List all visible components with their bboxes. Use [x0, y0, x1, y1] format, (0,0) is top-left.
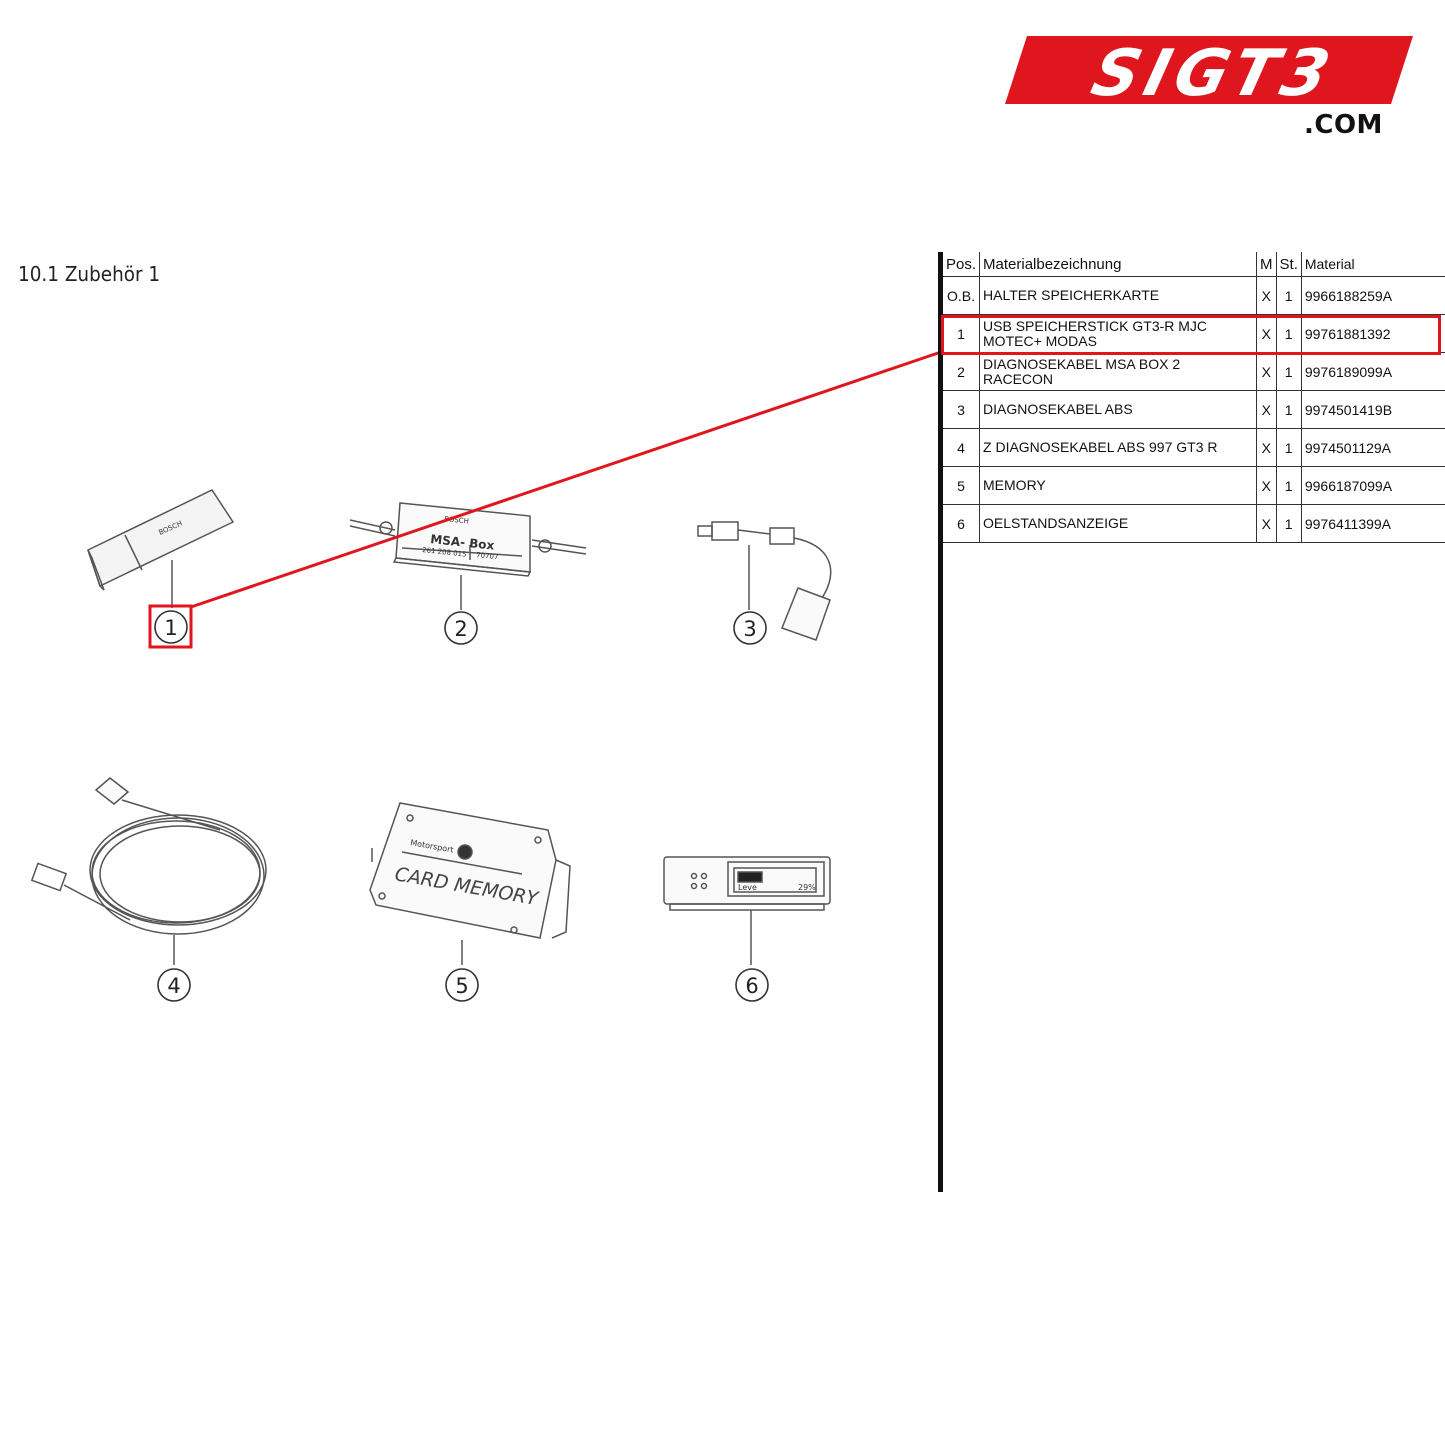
row-material: 9974501419B: [1301, 390, 1445, 429]
callout-circle-2[interactable]: [444, 611, 478, 645]
header-pos: Pos.: [943, 252, 981, 277]
row-description: MEMORY: [979, 466, 1258, 505]
row-m: X: [1256, 276, 1277, 315]
row-material: 9976411399A: [1301, 504, 1445, 543]
row-material: 99761881392: [1301, 314, 1445, 353]
row-description: USB SPEICHERSTICK GT3-R MJC MOTEC+ MODAS: [979, 314, 1258, 353]
row-st: 1: [1276, 466, 1302, 505]
callout-circle-4[interactable]: [157, 968, 191, 1002]
table-row[interactable]: O.B. HALTER SPEICHERKARTE X 1 9966188259…: [943, 276, 1445, 315]
diagnose-cable-illustration: [30, 777, 267, 965]
row-description: HALTER SPEICHERKARTE: [979, 276, 1258, 315]
oil-display-value: 29%: [798, 883, 816, 892]
row-material: 9966187099A: [1301, 466, 1445, 505]
callout-highlight-box: [148, 604, 193, 649]
callout-circle-5[interactable]: [445, 968, 479, 1002]
row-pos: 6: [943, 504, 981, 543]
header-material: Material: [1301, 252, 1445, 277]
oil-level-display-illustration: [663, 856, 831, 965]
row-m: X: [1256, 428, 1277, 467]
row-description: DIAGNOSEKABEL MSA BOX 2 RACECON: [979, 352, 1258, 391]
logo-domain: .COM: [1304, 110, 1383, 140]
abs-cable-illustration: [697, 521, 832, 641]
logo-red-band: [1005, 36, 1413, 104]
header-description: Materialbezeichnung: [979, 252, 1258, 277]
row-st: 1: [1276, 390, 1302, 429]
callout-number-5: 5: [455, 974, 468, 998]
table-left-border: [938, 252, 943, 1192]
msa-box-illustration: [349, 502, 587, 610]
row-m: X: [1256, 504, 1277, 543]
row-pos: 2: [943, 352, 981, 391]
callout-number-6: 6: [745, 974, 758, 998]
row-st: 1: [1276, 428, 1302, 467]
row-pos: 4: [943, 428, 981, 467]
callout-circle-3[interactable]: [733, 611, 767, 645]
header-st: St.: [1276, 252, 1302, 277]
logo-text: SIGT3: [1085, 37, 1343, 111]
row-description: Z DIAGNOSEKABEL ABS 997 GT3 R: [979, 428, 1258, 467]
highlight-connector-line: [190, 350, 942, 609]
row-st: 1: [1276, 276, 1302, 315]
msa-brand-label: BOSCH: [444, 515, 469, 526]
table-row[interactable]: 5 MEMORY X 1 9966187099A: [943, 466, 1445, 505]
row-pos: 3: [943, 390, 981, 429]
row-m: X: [1256, 390, 1277, 429]
page-title: 10.1 Zubehör 1: [18, 262, 161, 286]
callout-circles: [154, 610, 769, 1002]
sigt3-logo[interactable]: SIGT3: [1005, 32, 1417, 142]
row-m: X: [1256, 314, 1277, 353]
row-material: 9976189099A: [1301, 352, 1445, 391]
row-material: 9966188259A: [1301, 276, 1445, 315]
table-row[interactable]: 3 DIAGNOSEKABEL ABS X 1 9974501419B: [943, 390, 1445, 429]
table-row[interactable]: 4 Z DIAGNOSEKABEL ABS 997 GT3 R X 1 9974…: [943, 428, 1445, 467]
row-st: 1: [1276, 504, 1302, 543]
callout-number-2: 2: [454, 617, 467, 641]
row-description: OELSTANDSANZEIGE: [979, 504, 1258, 543]
msa-box-label: MSA- Box: [430, 532, 496, 553]
row-description: DIAGNOSEKABEL ABS: [979, 390, 1258, 429]
parts-table: Pos. Materialbezeichnung M St. Material …: [943, 252, 1445, 543]
row-material: 9974501129A: [1301, 428, 1445, 467]
row-m: X: [1256, 466, 1277, 505]
card-memory-illustration: Motorsport CARD MEMORY: [369, 802, 571, 965]
row-pos: 5: [943, 466, 981, 505]
row-pos: O.B.: [943, 276, 981, 315]
row-pos: 1: [943, 314, 981, 353]
usb-stick-illustration: BOSCH: [87, 489, 235, 608]
row-m: X: [1256, 352, 1277, 391]
callout-number-4: 4: [167, 974, 180, 998]
table-row[interactable]: 2 DIAGNOSEKABEL MSA BOX 2 RACECON X 1 99…: [943, 352, 1445, 391]
callout-number-1: 1: [164, 616, 177, 640]
row-st: 1: [1276, 314, 1302, 353]
callout-circle-6[interactable]: [735, 968, 769, 1002]
callout-circle-1[interactable]: [154, 610, 188, 644]
table-row[interactable]: 6 OELSTANDSANZEIGE X 1 9976411399A: [943, 504, 1445, 543]
msa-code-label: 70707: [476, 551, 499, 561]
table-header-row: Pos. Materialbezeichnung M St. Material: [943, 252, 1445, 277]
header-m: M: [1256, 252, 1277, 277]
callout-number-3: 3: [743, 617, 756, 641]
oil-display-label: Leve: [738, 883, 757, 892]
table-row-highlighted[interactable]: 1 USB SPEICHERSTICK GT3-R MJC MOTEC+ MOD…: [943, 314, 1445, 353]
row-st: 1: [1276, 352, 1302, 391]
